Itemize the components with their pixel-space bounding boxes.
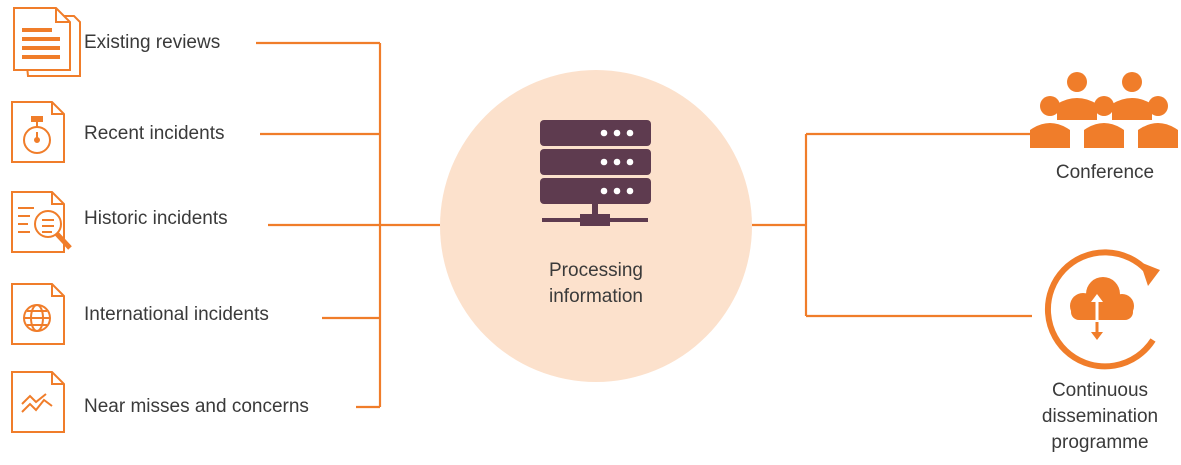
stopwatch-document-icon	[11, 101, 65, 163]
people-group-icon	[1030, 72, 1178, 148]
source-connectors	[256, 41, 440, 409]
source-label: Near misses and concerns	[84, 396, 309, 417]
output-label-line: Continuous	[1051, 380, 1149, 401]
globe-document-icon	[11, 283, 65, 345]
document-lines-icon	[13, 7, 81, 77]
output-label-line: dissemination	[1041, 406, 1159, 427]
hub-label-line2: information	[549, 286, 643, 307]
source-label: Existing reviews	[84, 32, 221, 53]
hub-label-line1: Processing	[549, 260, 643, 281]
source-label: Historic incidents	[84, 208, 228, 229]
output-connectors	[752, 132, 1032, 318]
magnifier-document-icon	[11, 191, 72, 253]
source-label: International incidents	[84, 304, 269, 325]
server-icon	[540, 120, 651, 226]
output-label-conference: Conference	[1055, 162, 1155, 183]
source-label: Recent incidents	[84, 123, 225, 144]
cloud-sync-icon	[1044, 249, 1160, 370]
output-label-line: programme	[1051, 432, 1149, 453]
trend-document-icon	[11, 371, 65, 433]
